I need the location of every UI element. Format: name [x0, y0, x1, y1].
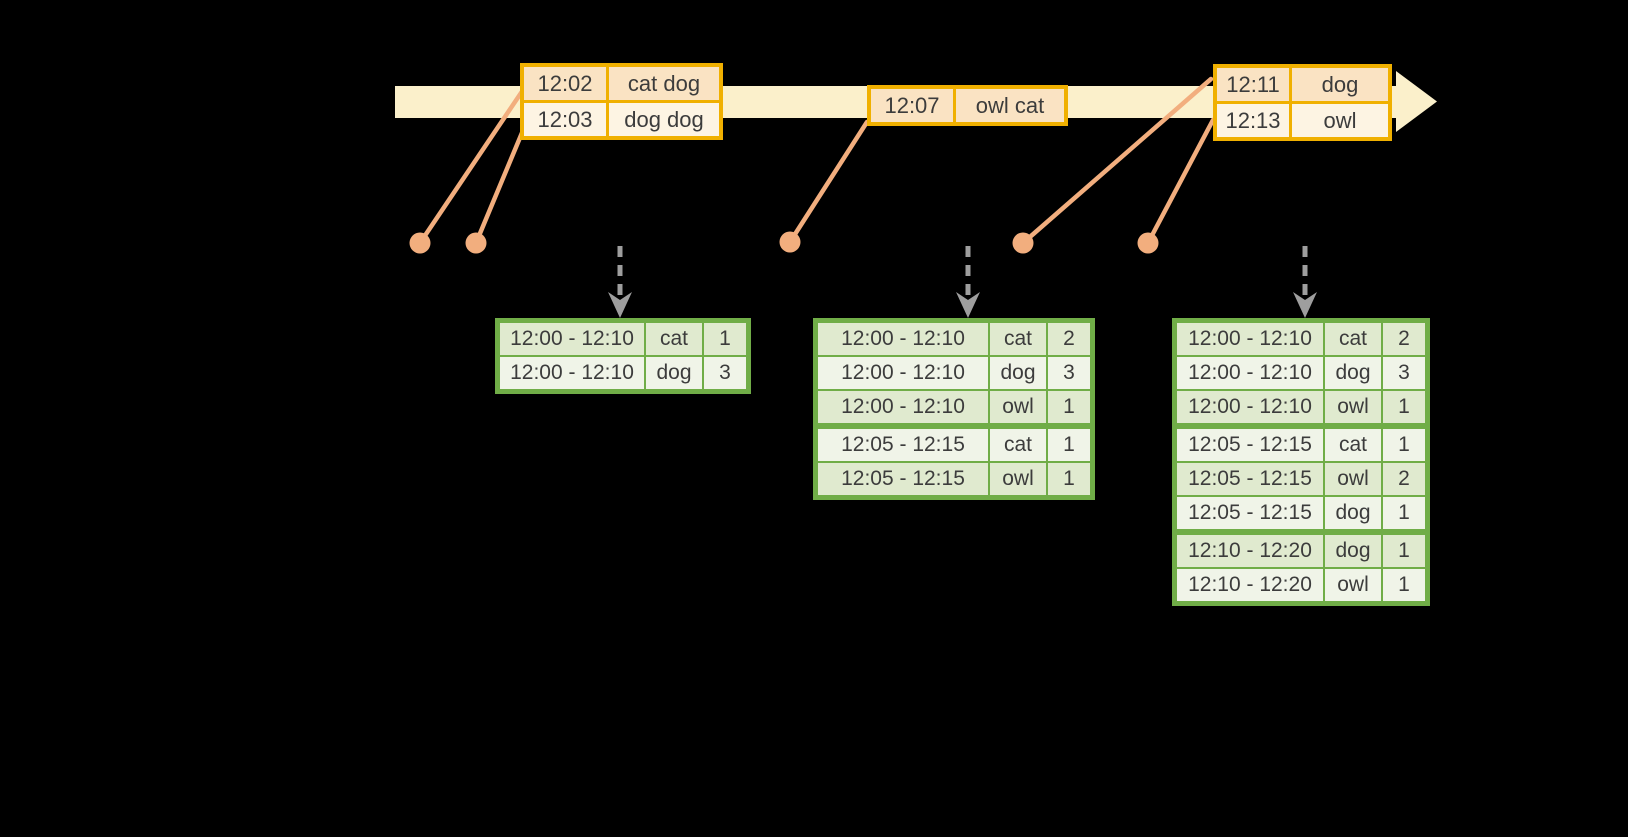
result-row: 12:00 - 12:10 cat 2	[1177, 323, 1425, 355]
window-cell: 12:05 - 12:15	[1177, 463, 1323, 495]
input-events-table-3: 12:11 dog 12:13 owl	[1213, 64, 1392, 141]
event-row: 12:11 dog	[1217, 68, 1388, 101]
event-time-cell: 12:11	[1217, 68, 1289, 101]
window-cell: 12:10 - 12:20	[1177, 569, 1323, 601]
event-time-cell: 12:03	[524, 103, 606, 136]
key-cell: owl	[990, 391, 1046, 423]
event-words-cell: owl	[1292, 104, 1388, 137]
key-cell: cat	[1325, 323, 1381, 355]
event-connector-lines	[417, 76, 1216, 246]
window-cell: 12:00 - 12:10	[1177, 391, 1323, 423]
key-cell: owl	[1325, 391, 1381, 423]
key-cell: dog	[1325, 535, 1381, 567]
result-row: 12:00 - 12:10 cat 2	[818, 323, 1090, 355]
key-cell: cat	[646, 323, 702, 355]
result-row: 12:05 - 12:15 cat 1	[1177, 429, 1425, 461]
count-cell: 3	[704, 357, 746, 389]
event-connector-line	[473, 125, 527, 246]
result-row: 12:10 - 12:20 dog 1	[1177, 535, 1425, 567]
key-cell: dog	[1325, 497, 1381, 529]
result-row: 12:10 - 12:20 owl 1	[1177, 569, 1425, 601]
count-cell: 1	[1048, 391, 1090, 423]
event-row: 12:03 dog dog	[524, 103, 719, 136]
event-time-cell: 12:02	[524, 67, 606, 100]
result-row: 12:00 - 12:10 dog 3	[818, 357, 1090, 389]
result-row: 12:00 - 12:10 dog 3	[1177, 357, 1425, 389]
result-table-2: 12:00 - 12:10 cat 2 12:00 - 12:10 dog 3 …	[813, 318, 1095, 500]
window-cell: 12:00 - 12:10	[1177, 323, 1323, 355]
count-cell: 2	[1048, 323, 1090, 355]
trigger-arrows	[608, 246, 1317, 318]
key-cell: owl	[990, 463, 1046, 495]
result-row: 12:00 - 12:10 dog 3	[500, 357, 746, 389]
key-cell: owl	[1325, 569, 1381, 601]
event-connector-line	[1145, 117, 1216, 246]
count-cell: 1	[1383, 391, 1425, 423]
window-cell: 12:05 - 12:15	[1177, 497, 1323, 529]
count-cell: 1	[704, 323, 746, 355]
count-cell: 3	[1383, 357, 1425, 389]
window-cell: 12:00 - 12:10	[818, 357, 988, 389]
result-row: 12:05 - 12:15 owl 2	[1177, 463, 1425, 495]
key-cell: dog	[1325, 357, 1381, 389]
result-row: 12:05 - 12:15 dog 1	[1177, 497, 1425, 529]
window-cell: 12:00 - 12:10	[818, 391, 988, 423]
window-cell: 12:00 - 12:10	[500, 323, 644, 355]
result-row: 12:00 - 12:10 cat 1	[500, 323, 746, 355]
window-cell: 12:05 - 12:15	[1177, 429, 1323, 461]
key-cell: owl	[1325, 463, 1381, 495]
event-dot-icon	[1137, 232, 1159, 254]
count-cell: 1	[1383, 429, 1425, 461]
count-cell: 1	[1048, 429, 1090, 461]
event-row: 12:13 owl	[1217, 104, 1388, 137]
event-connector-line	[787, 119, 870, 245]
count-cell: 1	[1048, 463, 1090, 495]
event-marker-dots	[409, 231, 1159, 254]
event-row: 12:07 owl cat	[871, 89, 1064, 122]
count-cell: 2	[1383, 463, 1425, 495]
event-connector-line	[417, 87, 526, 246]
result-row: 12:00 - 12:10 owl 1	[1177, 391, 1425, 423]
down-arrow-icon	[1293, 292, 1317, 318]
event-words-cell: dog dog	[609, 103, 719, 136]
event-words-cell: dog	[1292, 68, 1388, 101]
event-dot-icon	[409, 232, 431, 254]
event-row: 12:02 cat dog	[524, 67, 719, 100]
event-time-cell: 12:07	[871, 89, 953, 122]
window-cell: 12:05 - 12:15	[818, 429, 988, 461]
key-cell: cat	[990, 323, 1046, 355]
key-cell: cat	[990, 429, 1046, 461]
result-row: 12:05 - 12:15 cat 1	[818, 429, 1090, 461]
result-table-3: 12:00 - 12:10 cat 2 12:00 - 12:10 dog 3 …	[1172, 318, 1430, 606]
count-cell: 1	[1383, 535, 1425, 567]
input-events-table-1: 12:02 cat dog 12:03 dog dog	[520, 63, 723, 140]
count-cell: 2	[1383, 323, 1425, 355]
event-dot-icon	[465, 232, 487, 254]
count-cell: 1	[1383, 497, 1425, 529]
event-connector-line	[1020, 76, 1214, 246]
event-dot-icon	[1012, 232, 1034, 254]
key-cell: dog	[990, 357, 1046, 389]
window-cell: 12:05 - 12:15	[818, 463, 988, 495]
input-events-table-2: 12:07 owl cat	[867, 85, 1068, 126]
timeline-right-arrow-icon	[1396, 71, 1437, 132]
window-cell: 12:00 - 12:10	[818, 323, 988, 355]
event-words-cell: cat dog	[609, 67, 719, 100]
down-arrow-icon	[956, 292, 980, 318]
key-cell: dog	[646, 357, 702, 389]
window-cell: 12:00 - 12:10	[500, 357, 644, 389]
count-cell: 1	[1383, 569, 1425, 601]
event-time-cell: 12:13	[1217, 104, 1289, 137]
result-row: 12:00 - 12:10 owl 1	[818, 391, 1090, 423]
event-words-cell: owl cat	[956, 89, 1064, 122]
window-cell: 12:10 - 12:20	[1177, 535, 1323, 567]
down-arrow-icon	[608, 292, 632, 318]
result-table-1: 12:00 - 12:10 cat 1 12:00 - 12:10 dog 3	[495, 318, 751, 394]
result-row: 12:05 - 12:15 owl 1	[818, 463, 1090, 495]
event-dot-icon	[779, 231, 801, 253]
key-cell: cat	[1325, 429, 1381, 461]
count-cell: 3	[1048, 357, 1090, 389]
window-cell: 12:00 - 12:10	[1177, 357, 1323, 389]
